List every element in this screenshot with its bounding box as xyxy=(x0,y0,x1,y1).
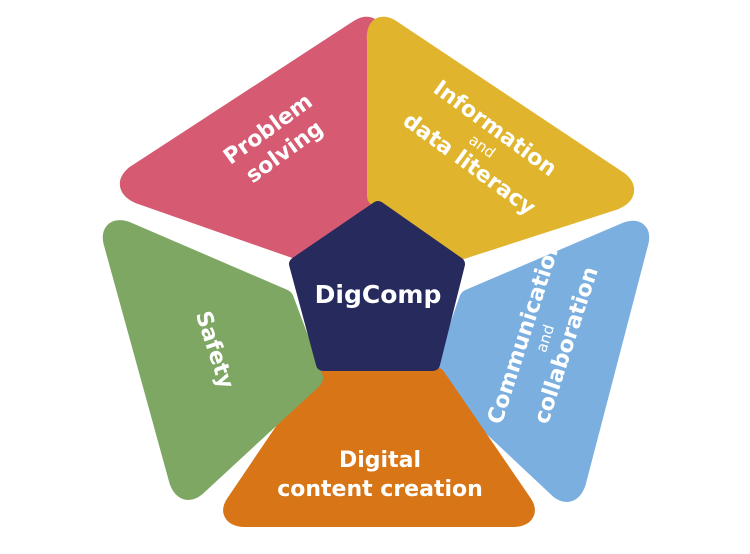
segment-safety xyxy=(102,220,323,500)
digital-content-line1: Digital xyxy=(339,448,421,473)
digital-content-line2: content creation xyxy=(277,477,483,502)
segment-digital-content xyxy=(223,367,535,527)
segment-information xyxy=(366,16,635,261)
segment-communication xyxy=(432,220,650,502)
center-label: DigComp xyxy=(315,280,442,309)
center-pentagon xyxy=(289,201,465,371)
